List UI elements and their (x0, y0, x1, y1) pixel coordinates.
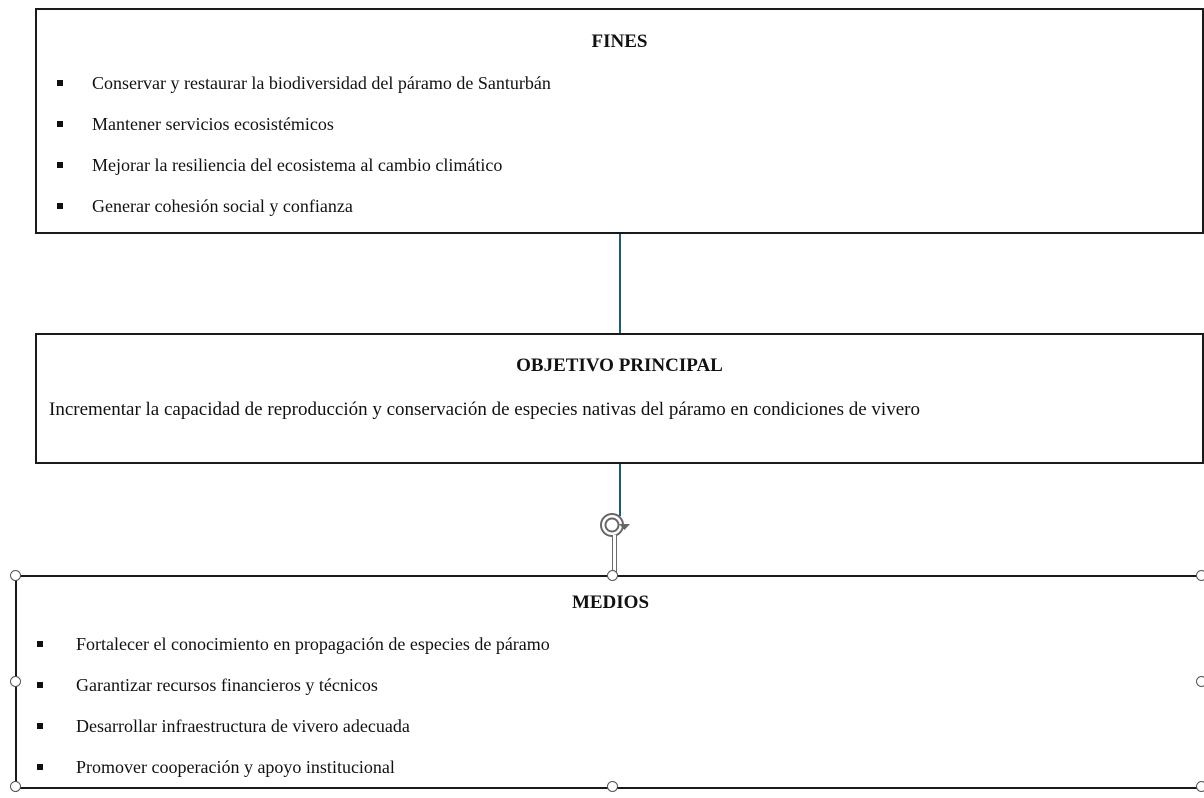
bullet-icon (57, 121, 63, 127)
resize-handle-top-right[interactable] (1196, 570, 1204, 581)
medios-item-text: Fortalecer el conocimiento en propagació… (76, 634, 550, 654)
objetivo-box: OBJETIVO PRINCIPAL Incrementar la capaci… (35, 333, 1204, 464)
list-item: Desarrollar infraestructura de vivero ad… (37, 716, 1194, 757)
resize-handle-top-middle[interactable] (607, 570, 618, 581)
bullet-icon (57, 203, 63, 209)
list-item: Mantener servicios ecosistémicos (57, 114, 1192, 155)
rotate-handle-stem (612, 535, 617, 575)
resize-handle-bottom-right[interactable] (1196, 781, 1204, 792)
fines-title: FINES (591, 31, 648, 52)
medios-item-text: Garantizar recursos financieros y técnic… (76, 675, 378, 695)
medios-box[interactable]: MEDIOS Fortalecer el conocimiento en pro… (15, 575, 1204, 792)
bullet-icon (37, 764, 43, 770)
fines-box: FINES Conservar y restaurar la biodivers… (35, 8, 1204, 234)
fines-item-text: Conservar y restaurar la biodiversidad d… (92, 73, 551, 93)
list-item: Promover cooperación y apoyo institucion… (37, 757, 1194, 798)
medios-title: MEDIOS (571, 592, 650, 613)
objetivo-text: Incrementar la capacidad de reproducción… (49, 399, 920, 420)
resize-handle-bottom-middle[interactable] (607, 781, 618, 792)
fines-list: Conservar y restaurar la biodiversidad d… (57, 73, 1192, 237)
list-item: Fortalecer el conocimiento en propagació… (37, 634, 1194, 675)
fines-item-text: Mejorar la resiliencia del ecosistema al… (92, 155, 503, 175)
resize-handle-top-left[interactable] (10, 570, 21, 581)
medios-list: Fortalecer el conocimiento en propagació… (37, 634, 1194, 798)
list-item: Mejorar la resiliencia del ecosistema al… (57, 155, 1192, 196)
bullet-icon (57, 80, 63, 86)
objetivo-title: OBJETIVO PRINCIPAL (516, 355, 723, 376)
bullet-icon (37, 641, 43, 647)
connector-line-top (619, 234, 621, 334)
medios-item-text: Promover cooperación y apoyo institucion… (76, 757, 395, 777)
list-item: Generar cohesión social y confianza (57, 196, 1192, 237)
list-item: Conservar y restaurar la biodiversidad d… (57, 73, 1192, 114)
fines-item-text: Mantener servicios ecosistémicos (92, 114, 334, 134)
resize-handle-middle-left[interactable] (10, 676, 21, 687)
list-item: Garantizar recursos financieros y técnic… (37, 675, 1194, 716)
fines-item-text: Generar cohesión social y confianza (92, 196, 353, 216)
bullet-icon (57, 162, 63, 168)
resize-handle-bottom-left[interactable] (10, 781, 21, 792)
bullet-icon (37, 682, 43, 688)
bullet-icon (37, 723, 43, 729)
resize-handle-middle-right[interactable] (1196, 676, 1204, 687)
medios-item-text: Desarrollar infraestructura de vivero ad… (76, 716, 410, 736)
connector-line-bottom (619, 464, 621, 516)
